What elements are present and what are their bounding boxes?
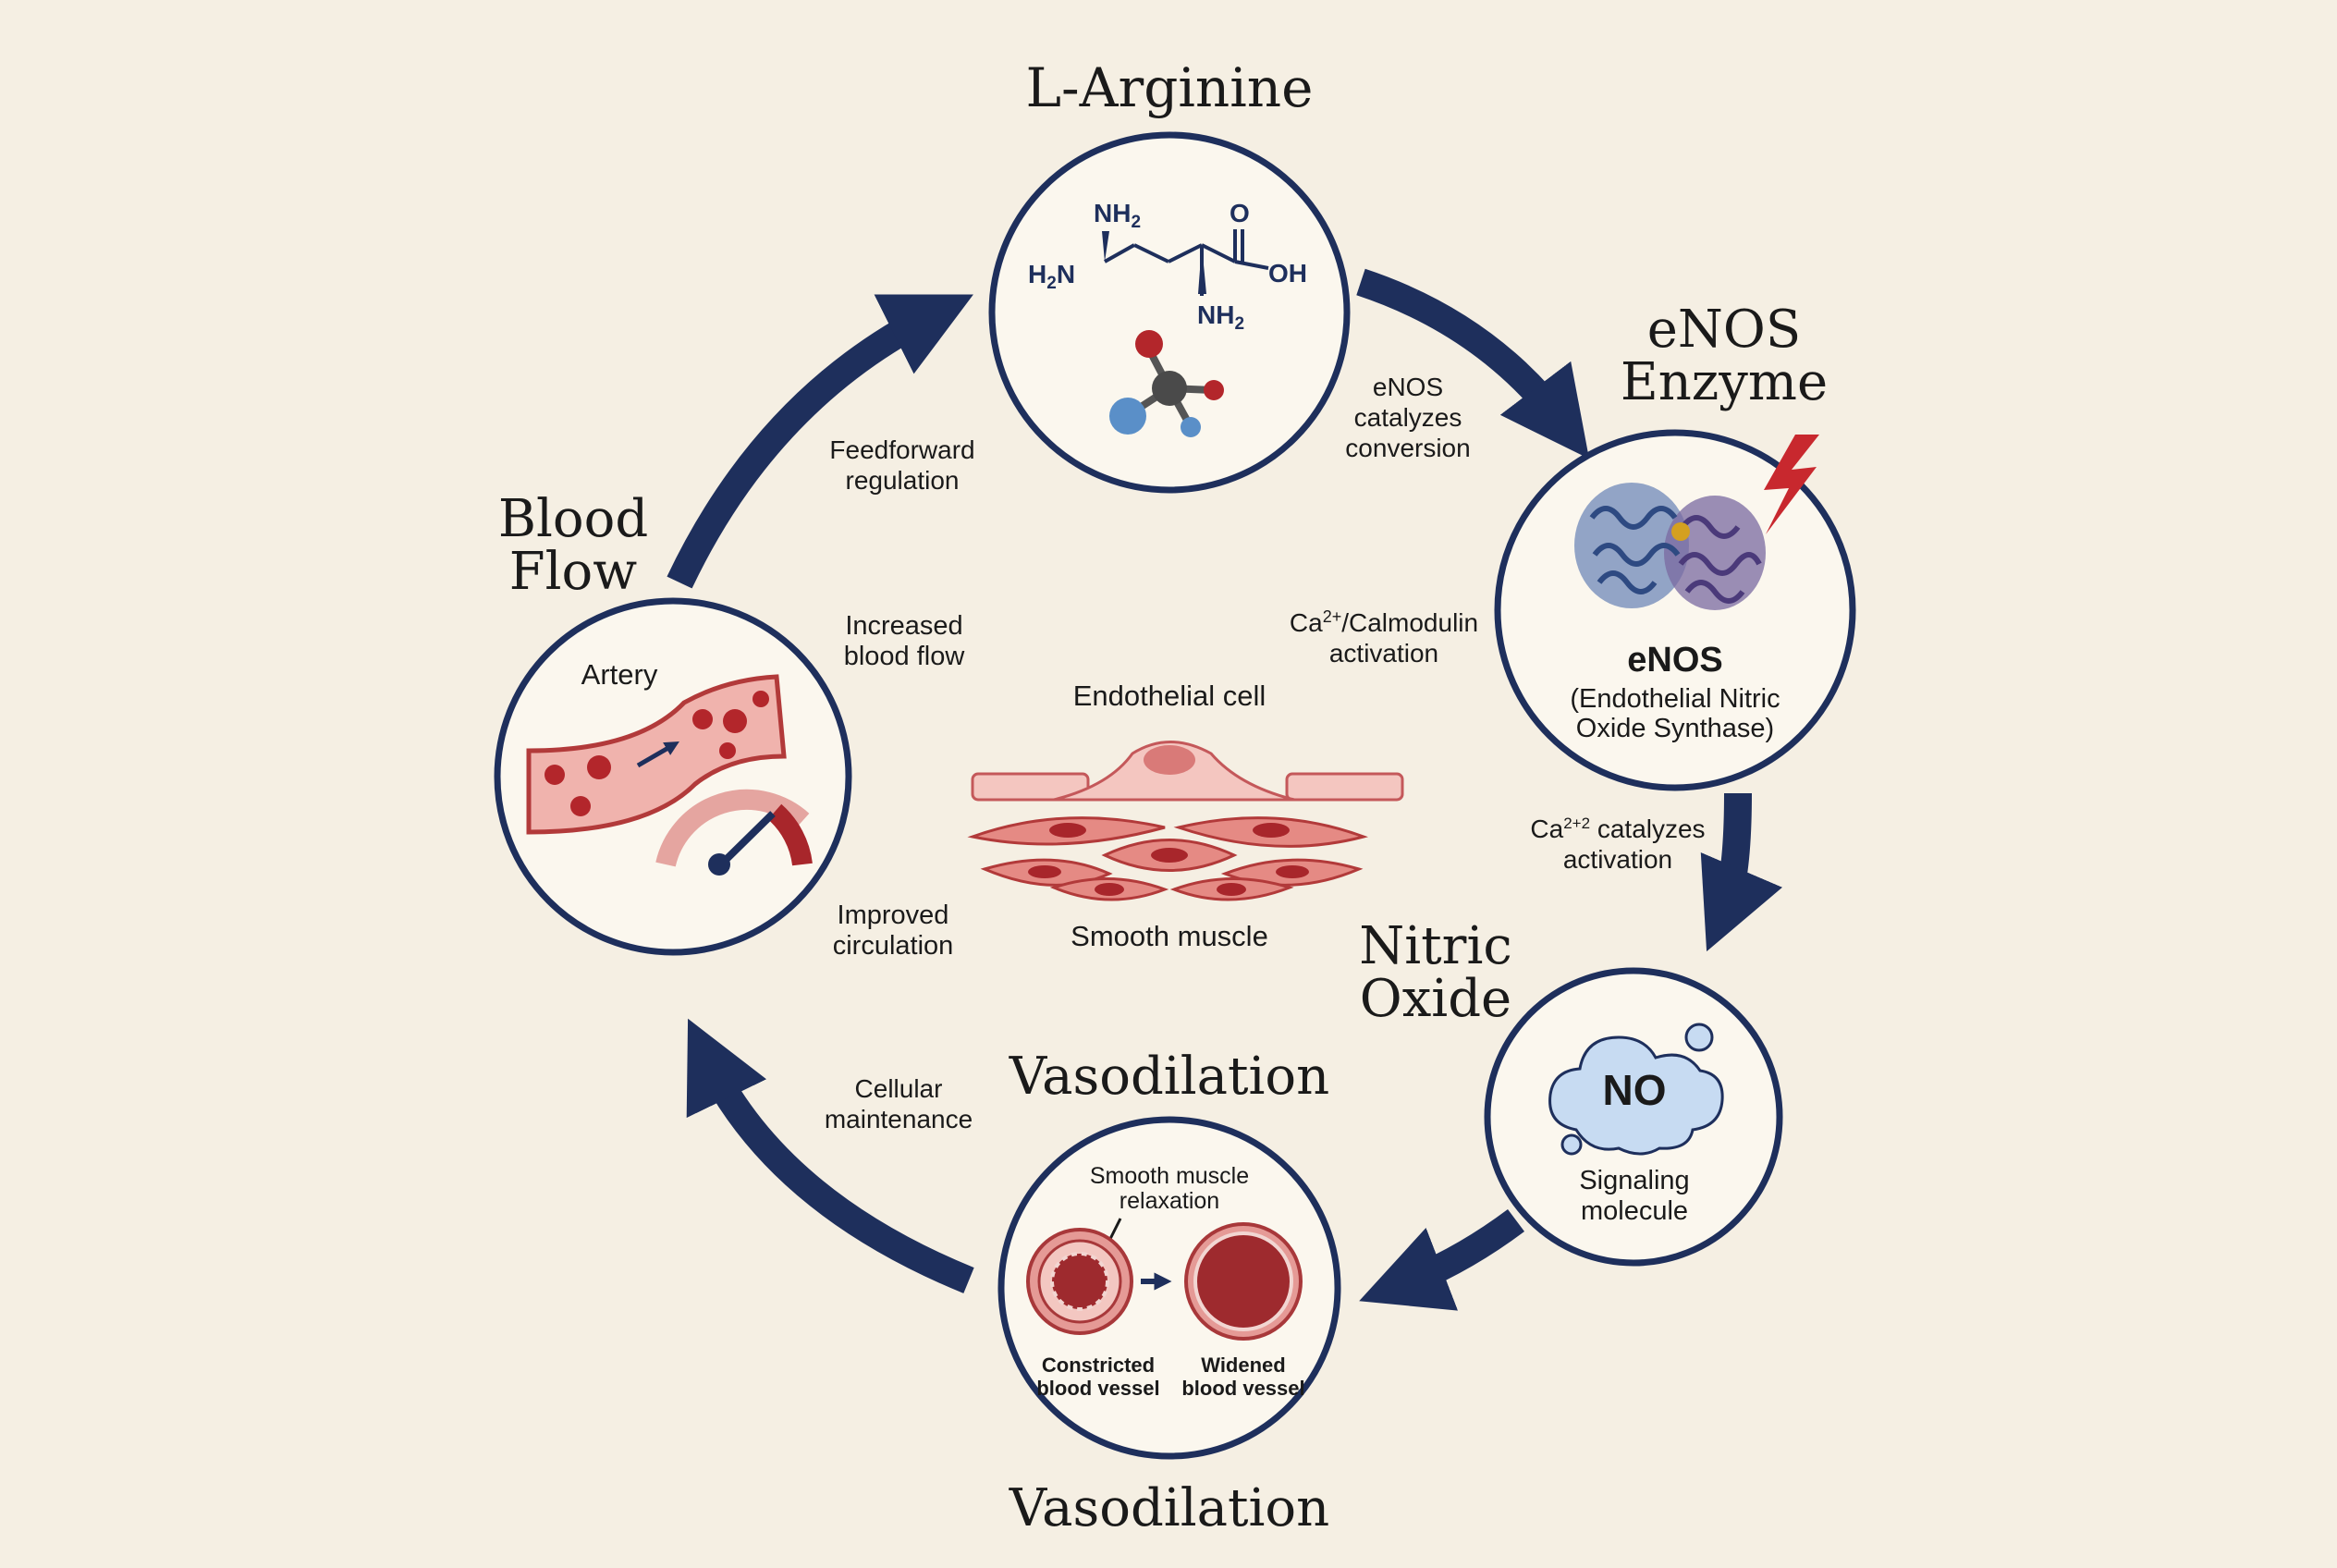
endothelial-nucleus <box>1144 745 1195 775</box>
arrow-vasodilation-to-bloodflow <box>686 1018 974 1293</box>
title-vasodilation-top: Vasodilation <box>1009 1047 1329 1107</box>
constricted-line1: Constricted <box>1042 1354 1155 1377</box>
svg-text:blood flow: blood flow <box>844 642 966 671</box>
edge-label-increased: Increased blood flow <box>844 611 966 671</box>
label-o: O <box>1230 199 1250 227</box>
svg-text:Ca2+2 catalyzes: Ca2+2 catalyzes <box>1530 815 1705 843</box>
svg-text:conversion: conversion <box>1345 434 1470 462</box>
node-l-arginine: NH2 H2N O OH NH2 <box>988 131 1351 494</box>
wedge-bond-bottom <box>1198 245 1206 294</box>
protein-structure <box>1574 483 1766 610</box>
svg-text:Feedforward: Feedforward <box>829 435 974 464</box>
center-cell-illustration: Endothelial cell Smooth muscle <box>967 680 1404 952</box>
lightning-icon <box>1764 435 1819 534</box>
bubble-small-top <box>1684 1023 1714 1052</box>
svg-text:regulation: regulation <box>846 466 960 495</box>
constricted-line2: blood vessel <box>1036 1377 1159 1400</box>
widened-line1: Widened <box>1201 1354 1285 1377</box>
arrow-bloodflow-to-larginine <box>667 294 973 589</box>
title-vasodilation-bottom: Vasodilation <box>1009 1478 1329 1538</box>
svg-text:eNOS: eNOS <box>1373 373 1443 401</box>
arrow-larginine-to-enos <box>1356 268 1590 459</box>
label-h2n-left: H2N <box>1028 260 1075 293</box>
label-nh2-bottom: NH2 <box>1197 300 1244 334</box>
svg-text:activation: activation <box>1329 639 1438 668</box>
svg-text:activation: activation <box>1563 845 1672 874</box>
endothelial-cell-label: Endothelial cell <box>1073 680 1266 712</box>
node-vasodilation: Smooth muscle relaxation Constricted blo… <box>997 1116 1341 1460</box>
edge-label-calmodulin: Ca2+/Calmodulin activation <box>1290 607 1478 668</box>
svg-text:circulation: circulation <box>833 931 954 961</box>
flow-arrow <box>636 741 679 768</box>
ball-and-stick-model <box>1109 330 1224 437</box>
svg-text:catalyzes: catalyzes <box>1354 403 1462 432</box>
label-nh2-top: NH2 <box>1094 199 1141 232</box>
node-nitric-oxide: NO Signaling molecule <box>1484 967 1783 1267</box>
arrow-no-to-vasodilation <box>1359 1208 1524 1311</box>
title-blood-line2: Flow <box>509 542 637 602</box>
label-oh: OH <box>1268 259 1307 288</box>
relax-line1: Smooth muscle <box>1090 1163 1249 1189</box>
no-desc-line1: Signaling <box>1579 1166 1689 1195</box>
title-enos-line1: eNOS <box>1647 300 1801 360</box>
title-nitric-line2: Oxide <box>1360 969 1511 1029</box>
svg-text:maintenance: maintenance <box>825 1105 973 1133</box>
svg-text:Ca2+/Calmodulin: Ca2+/Calmodulin <box>1290 607 1478 637</box>
svg-text:Improved: Improved <box>838 900 949 930</box>
enos-desc-line1: (Endothelial Nitric <box>1570 684 1780 714</box>
edge-label-feedforward: Feedforward regulation <box>829 435 974 495</box>
constricted-vessel-icon <box>1026 1228 1133 1335</box>
edge-label-catalyzes: eNOS catalyzes conversion <box>1345 373 1470 462</box>
title-blood-line1: Blood <box>498 489 648 549</box>
enos-label: eNOS <box>1627 641 1722 680</box>
smooth-muscle-label: Smooth muscle <box>1071 920 1268 952</box>
title-nitric-line1: Nitric <box>1359 916 1511 976</box>
artery-label: Artery <box>581 658 658 691</box>
svg-text:Increased: Increased <box>845 611 962 641</box>
arrow-enos-to-no <box>1700 792 1783 952</box>
wedge-bond-top <box>1102 231 1109 262</box>
smooth-muscle-cells <box>967 816 1368 901</box>
widened-vessel-icon <box>1184 1222 1303 1341</box>
pressure-gauge-icon <box>655 789 813 876</box>
edge-label-improved: Improved circulation <box>833 900 954 961</box>
no-label: NO <box>1603 1066 1667 1114</box>
relax-line2: relaxation <box>1120 1188 1219 1214</box>
title-l-arginine: L-Arginine <box>1026 56 1314 119</box>
enos-desc-line2: Oxide Synthase) <box>1576 714 1774 743</box>
cloud-icon <box>1548 1035 1724 1156</box>
node-enos: eNOS (Endothelial Nitric Oxide Synthase) <box>1494 429 1856 791</box>
edge-label-ca-catalyzes: Ca2+2 catalyzes activation <box>1530 815 1705 874</box>
endothelium-layer-right <box>1285 772 1404 802</box>
widened-line2: blood vessel <box>1181 1377 1304 1400</box>
edge-label-cellular: Cellular maintenance <box>825 1074 973 1133</box>
node-blood-flow: Artery <box>494 597 852 956</box>
title-enos-line2: Enzyme <box>1621 352 1828 412</box>
svg-text:Cellular: Cellular <box>855 1074 943 1103</box>
bubble-small-bottom <box>1560 1133 1583 1156</box>
no-desc-line2: molecule <box>1581 1196 1688 1226</box>
